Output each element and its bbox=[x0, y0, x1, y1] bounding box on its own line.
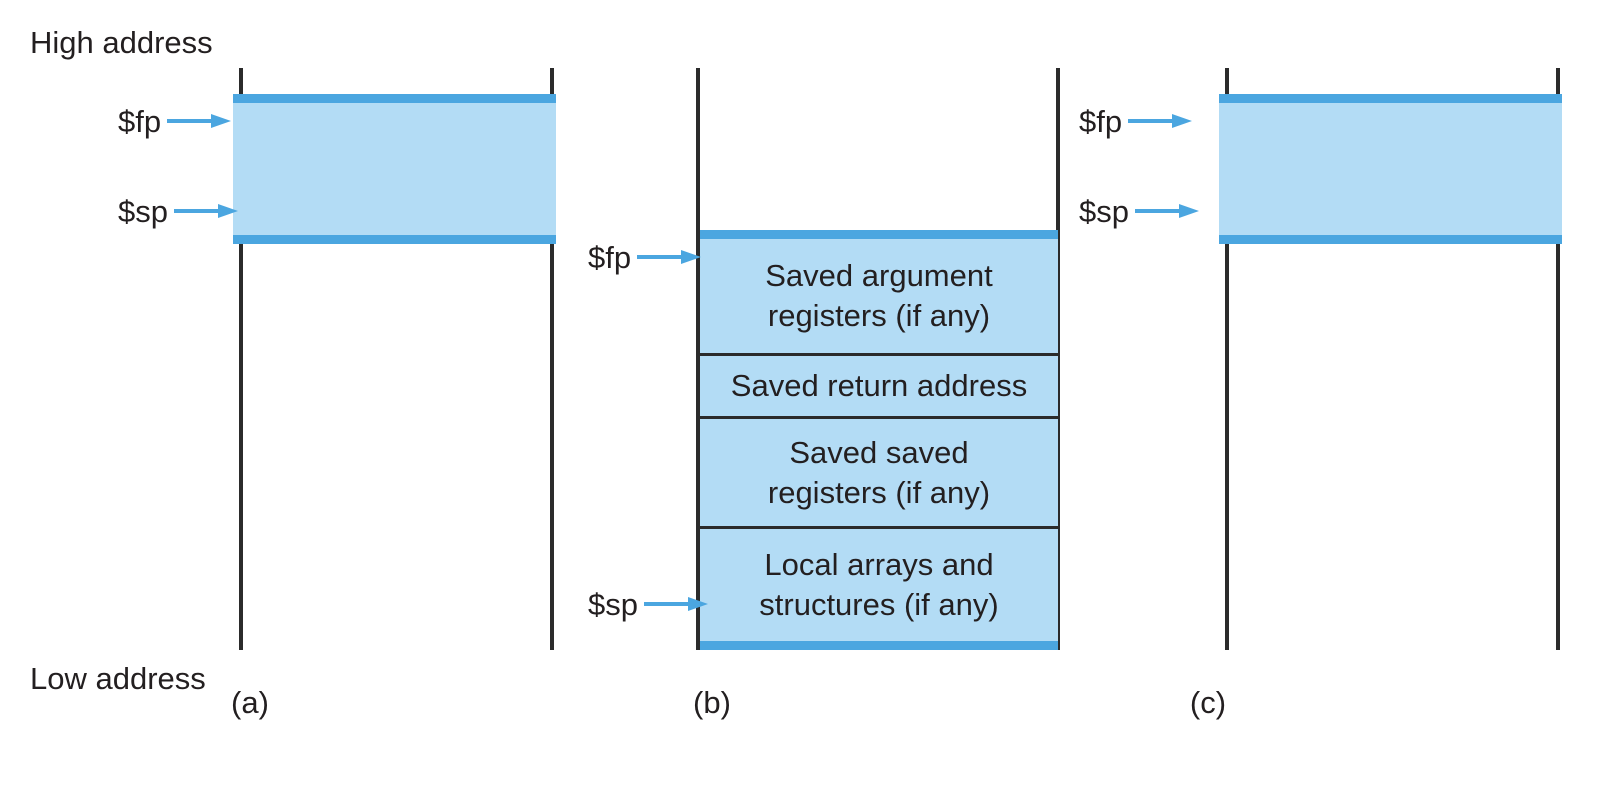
high-address-label: High address bbox=[30, 25, 213, 60]
panel-a-stack-pointer-label: $sp bbox=[118, 193, 168, 229]
panel-b-frame-pointer: $fp bbox=[588, 239, 702, 275]
panel-b-stack-pointer-label: $sp bbox=[588, 586, 638, 622]
arrow-right-icon bbox=[167, 114, 232, 128]
panel-a-right-rule bbox=[550, 68, 554, 650]
panel-a-frame-pointer-label: $fp bbox=[118, 103, 162, 139]
frame-cell-saved-saved-registers: Saved saved registers (if any) bbox=[700, 419, 1058, 529]
panel-a-frame-pointer: $fp bbox=[118, 103, 232, 139]
frame-cell-line: registers (if any) bbox=[767, 474, 991, 510]
panel-b-left-rule bbox=[696, 68, 700, 650]
arrow-right-icon bbox=[637, 250, 702, 264]
panel-c-frame-pointer: $fp bbox=[1079, 103, 1193, 139]
panel-b-right-rule bbox=[1056, 68, 1060, 650]
panel-a-caption: (a) bbox=[231, 685, 269, 720]
panel-a-stack-pointer: $sp bbox=[118, 194, 238, 228]
panel-b-frame-pointer-label: $fp bbox=[588, 239, 632, 275]
panel-b-stack-frame: Saved argument registers (if any) Saved … bbox=[700, 230, 1058, 650]
frame-cell-line: Saved return address bbox=[730, 368, 1028, 404]
frame-cell-local-arrays-and-structures: Local arrays and structures (if any) bbox=[700, 529, 1058, 641]
panel-c-left-rule bbox=[1225, 68, 1229, 650]
panel-c-stack-pointer: $sp bbox=[1079, 194, 1199, 228]
panel-a-allocated-region bbox=[233, 94, 556, 244]
panel-c-frame-pointer-label: $fp bbox=[1079, 103, 1123, 139]
frame-cell-line: Local arrays and bbox=[764, 547, 994, 583]
frame-cell-line: Saved saved bbox=[789, 434, 969, 470]
arrow-right-icon bbox=[1128, 114, 1193, 128]
frame-cell-saved-argument-registers: Saved argument registers (if any) bbox=[700, 239, 1058, 356]
frame-cell-line: Saved argument bbox=[765, 258, 993, 294]
panel-b-caption: (b) bbox=[693, 685, 731, 720]
panel-c-caption: (c) bbox=[1189, 685, 1227, 720]
panel-b-stack-pointer: $sp bbox=[588, 587, 708, 621]
frame-cell-line: structures (if any) bbox=[759, 587, 999, 622]
arrow-right-icon bbox=[643, 597, 708, 611]
frame-cell-saved-return-address: Saved return address bbox=[700, 356, 1058, 419]
frame-cell-line: registers (if any) bbox=[767, 298, 991, 333]
arrow-right-icon bbox=[1134, 204, 1199, 218]
panel-a-left-rule bbox=[239, 68, 243, 650]
panel-c-right-rule bbox=[1556, 68, 1560, 650]
arrow-right-icon bbox=[173, 204, 238, 218]
panel-c-stack-pointer-label: $sp bbox=[1079, 193, 1129, 229]
panel-c-allocated-region bbox=[1219, 94, 1562, 244]
low-address-label: Low address bbox=[30, 661, 206, 696]
